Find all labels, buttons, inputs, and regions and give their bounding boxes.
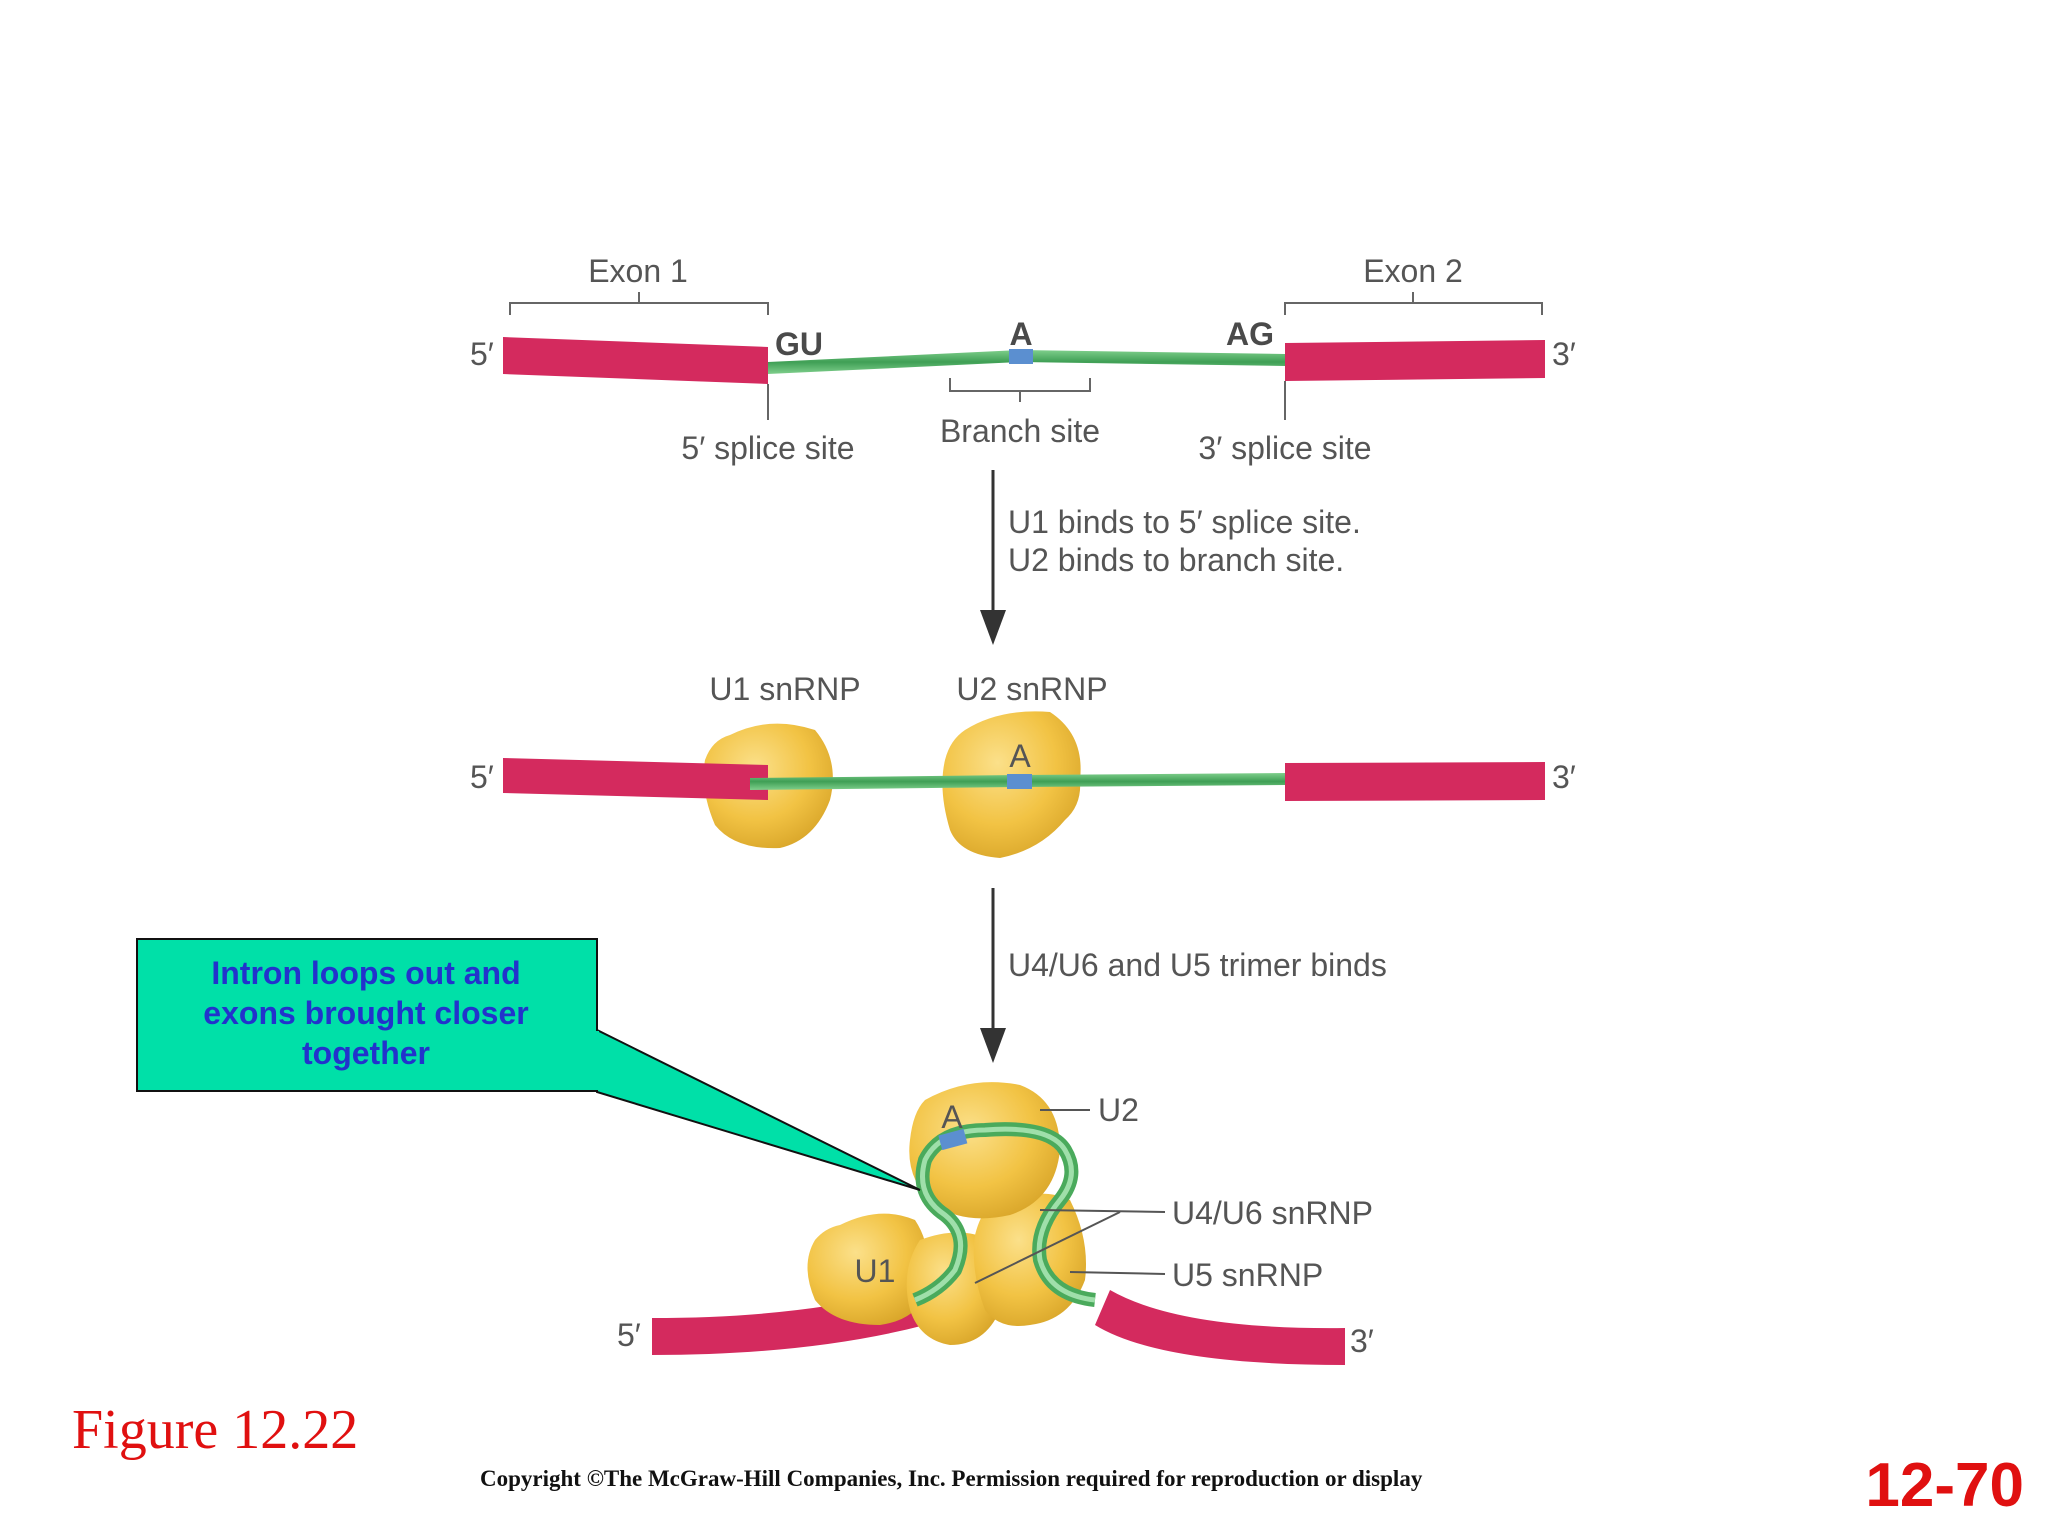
five-prime-bottom: 5′ — [617, 1317, 641, 1353]
three-prime-middle: 3′ — [1552, 759, 1576, 795]
three-splice-label: 3′ splice site — [1198, 430, 1371, 466]
ag-label: AG — [1226, 316, 1274, 352]
branch-site-label: Branch site — [940, 413, 1100, 449]
five-prime-middle: 5′ — [470, 759, 494, 795]
exon2-label: Exon 2 — [1363, 253, 1463, 289]
five-splice-label: 5′ splice site — [681, 430, 854, 466]
a-label-top: A — [1009, 316, 1032, 352]
branch-bracket — [949, 378, 1091, 402]
a-label-middle: A — [1009, 738, 1031, 774]
branch-site-marker — [1009, 349, 1033, 364]
callout-box — [136, 938, 598, 1092]
u4u6-leader — [1039, 1209, 1166, 1213]
step2-arrow-head — [980, 1028, 1006, 1063]
exon2-bracket — [1284, 292, 1543, 315]
intron-loop-highlight — [914, 1126, 1096, 1303]
callout-pointer-mask — [595, 1031, 599, 1090]
u5-label-bottom: U5 snRNP — [1172, 1257, 1323, 1293]
three-prime-top: 3′ — [1552, 336, 1576, 372]
figure-label: Figure 12.22 — [72, 1399, 359, 1461]
exon2-bar-bottom — [1095, 1290, 1345, 1365]
exon1-bar — [503, 337, 768, 384]
exon1-bar-middle — [503, 758, 768, 800]
gu-label: GU — [775, 326, 823, 362]
copyright-notice: Copyright ©The McGraw-Hill Companies, In… — [480, 1466, 1423, 1491]
step1-line2: U2 binds to branch site. — [1008, 542, 1344, 578]
exon1-label: Exon 1 — [588, 253, 688, 289]
callout-line1: Intron loops out and — [211, 955, 520, 991]
step1-arrow-head — [980, 610, 1006, 645]
step1-line1: U1 binds to 5′ splice site. — [1008, 504, 1361, 540]
branch-marker-bottom — [938, 1128, 968, 1151]
three-prime-bottom: 3′ — [1350, 1323, 1374, 1359]
branch-marker-middle — [1007, 774, 1032, 789]
callout-line2: exons brought closer — [203, 995, 528, 1031]
u4u6-leader-diag — [974, 1211, 1121, 1284]
step2-line1: U4/U6 and U5 trimer binds — [1008, 947, 1387, 983]
u1-label-bottom: U1 — [855, 1253, 896, 1289]
u4u6-label-bottom: U4/U6 snRNP — [1172, 1195, 1373, 1231]
u2-snrnp-label: U2 snRNP — [956, 671, 1107, 707]
exon2-bar — [1285, 340, 1545, 381]
u1-blob-bottom — [807, 1213, 929, 1325]
exon1-bracket — [509, 292, 769, 315]
u1-snrnp-label: U1 snRNP — [709, 671, 860, 707]
u2-label-bottom: U2 — [1098, 1092, 1139, 1128]
callout-line3: together — [302, 1035, 430, 1071]
slide-number: 12-70 — [1865, 1451, 2024, 1520]
u5-leader — [1069, 1271, 1166, 1275]
exon2-bar-middle — [1285, 762, 1545, 801]
u2-blob-bottom — [909, 1082, 1060, 1219]
a-label-bottom: A — [941, 1099, 963, 1135]
five-prime-top: 5′ — [470, 336, 494, 372]
callout-pointer — [596, 1028, 921, 1191]
